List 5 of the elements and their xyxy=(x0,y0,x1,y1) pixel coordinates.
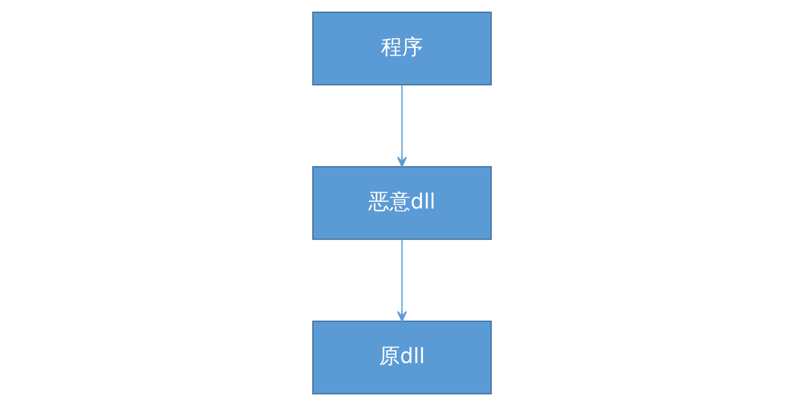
node-box: 原dll xyxy=(312,320,492,394)
node-box: 程序 xyxy=(312,12,492,86)
arrow xyxy=(397,84,407,168)
arrow xyxy=(397,239,407,322)
node-box: 恶意dll xyxy=(312,166,492,240)
